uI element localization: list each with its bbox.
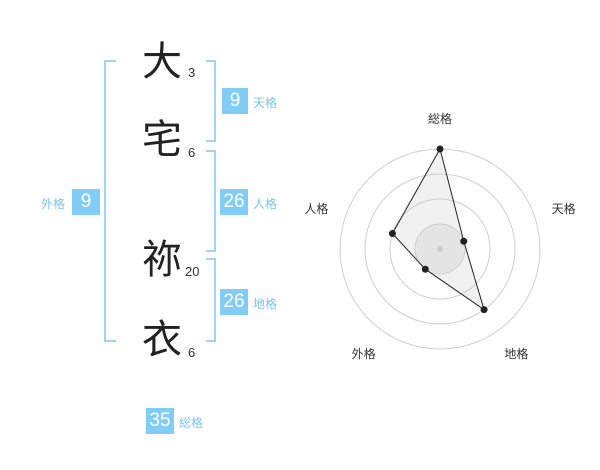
name-char-3: 祢 bbox=[142, 237, 182, 283]
radar-rings bbox=[339, 148, 541, 350]
chikaku-bracket bbox=[206, 258, 216, 342]
chikaku-value-badge: 26 bbox=[220, 289, 248, 315]
gaikaku-value-badge: 9 bbox=[72, 189, 100, 215]
radar-ring-2 bbox=[389, 198, 491, 300]
tenkaku-bracket bbox=[206, 60, 216, 142]
stroke-count-3: 20 bbox=[185, 264, 200, 279]
name-char-1: 大 bbox=[142, 39, 182, 85]
radar-point-3 bbox=[480, 306, 488, 314]
radar-axis-label-1: 総格 bbox=[428, 111, 452, 126]
radar-axis-label-3: 地格 bbox=[504, 346, 528, 361]
gaikaku-label: 外格 bbox=[41, 197, 66, 211]
tenkaku-value-badge: 9 bbox=[222, 88, 248, 114]
radar-point-1 bbox=[436, 145, 444, 153]
stroke-count-1: 3 bbox=[188, 65, 196, 80]
jinkaku-label: 人格 bbox=[253, 197, 278, 211]
name-char-4: 衣 bbox=[142, 317, 182, 363]
radar-point-2 bbox=[460, 237, 468, 245]
stroke-count-2: 6 bbox=[188, 145, 196, 160]
radar-points bbox=[388, 145, 488, 314]
radar-point-4 bbox=[421, 265, 429, 273]
soukaku-value-badge: 35 bbox=[146, 408, 174, 434]
radar-axis-label-4: 外格 bbox=[352, 346, 376, 361]
radar-center bbox=[437, 246, 443, 252]
radar-point-5 bbox=[388, 230, 396, 238]
chikaku-label: 地格 bbox=[253, 297, 278, 311]
stroke-count-4: 6 bbox=[188, 345, 196, 360]
name-char-2: 宅 bbox=[142, 117, 182, 163]
jinkaku-value-badge: 26 bbox=[220, 189, 248, 215]
gaikaku-bracket bbox=[104, 60, 116, 342]
radar-ring-3 bbox=[364, 173, 516, 325]
soukaku-label: 総格 bbox=[179, 416, 204, 430]
tenkaku-label: 天格 bbox=[253, 96, 278, 110]
jinkaku-bracket bbox=[206, 150, 216, 252]
radar-axis-label-5: 人格 bbox=[304, 201, 328, 216]
radar-area bbox=[391, 148, 485, 311]
radar-axis-label-2: 天格 bbox=[552, 201, 576, 216]
